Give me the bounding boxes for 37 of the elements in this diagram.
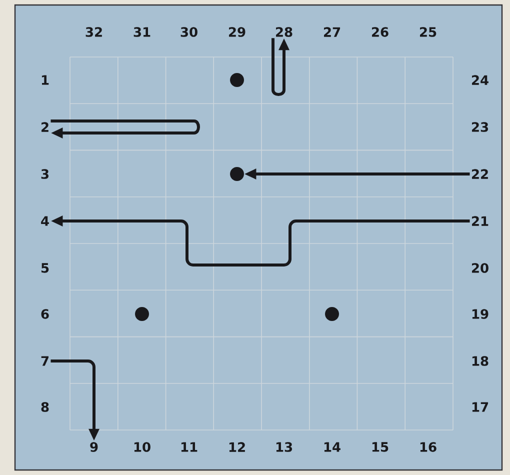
position-number: 15 [372, 442, 388, 452]
dot [325, 307, 339, 321]
position-number: 7 [41, 356, 48, 366]
position-number: 4 [41, 216, 49, 226]
position-number: 1 [42, 75, 49, 85]
ray-arrow [50, 120, 200, 138]
position-number: 25 [420, 27, 436, 37]
position-number: 28 [276, 27, 292, 37]
position-number: 26 [372, 27, 388, 37]
position-number: 18 [472, 356, 488, 366]
dot [135, 307, 149, 321]
position-number: 10 [134, 442, 150, 452]
position-number: 22 [472, 169, 488, 179]
position-number: 6 [41, 309, 49, 319]
position-number: 16 [420, 442, 436, 452]
position-number: 29 [229, 27, 246, 37]
position-number: 9 [90, 442, 98, 452]
position-number: 12 [229, 442, 245, 452]
position-number: 14 [324, 442, 340, 452]
position-number: 2 [42, 122, 48, 132]
position-number: 5 [41, 263, 49, 273]
position-number: 27 [324, 27, 340, 37]
dot [230, 73, 244, 87]
position-number: 17 [472, 402, 488, 412]
position-number: 32 [86, 27, 102, 37]
position-number: 19 [472, 309, 488, 319]
position-number: 13 [276, 442, 292, 452]
position-number: 3 [41, 169, 48, 179]
position-number: 30 [180, 27, 198, 37]
position-number: 23 [472, 122, 488, 132]
position-number: 21 [472, 216, 488, 226]
position-number: 24 [472, 75, 488, 85]
position-number: 8 [41, 402, 49, 412]
dot [230, 167, 244, 181]
position-number: 31 [134, 27, 150, 37]
position-number: 11 [181, 442, 198, 452]
position-number: 20 [472, 263, 488, 273]
